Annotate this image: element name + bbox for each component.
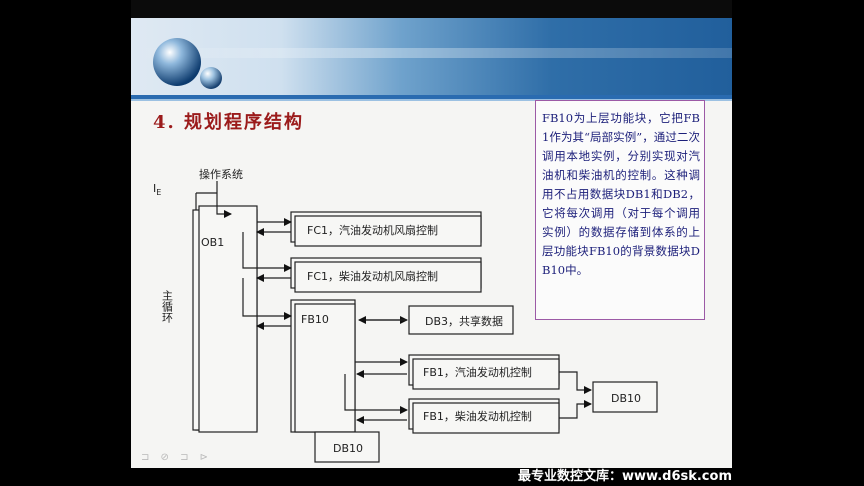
- fb1-gasoline-label: FB1，汽油发动机控制: [423, 365, 532, 379]
- fc1-gasoline-label: FC1，汽油发动机风扇控制: [307, 223, 438, 237]
- main-loop-label: 主循环: [161, 290, 174, 323]
- bottom-bar: [0, 468, 864, 486]
- slide-title: 4. 规划程序结构: [153, 112, 305, 133]
- fb10-label: FB10: [301, 313, 329, 326]
- slide-header-banner: [131, 18, 732, 101]
- fc1b-call-arrow: [242, 232, 292, 272]
- db10-bottom-box: [314, 431, 380, 463]
- fc1-diesel-label: FC1，柴油发动机风扇控制: [307, 269, 438, 283]
- program-structure-diagram: IE 操作系统 OB1 主循环 FC1，汽油发动机风扇控制 FC1，柴油发动机风…: [153, 167, 658, 463]
- header-divider-light: [131, 99, 732, 101]
- db10-link-top: [559, 371, 592, 394]
- os-arrow: [216, 181, 232, 218]
- header-divider: [131, 95, 732, 99]
- fb10-call-arrow: [242, 278, 292, 320]
- db3-label: DB3，共享数据: [425, 314, 503, 328]
- top-bar: [131, 0, 732, 18]
- explanation-note-text: FB10为上层功能块，它把FB1作为其“局部实例”，通过二次调用本地实例，分别实…: [542, 111, 700, 277]
- slide-nav-controls[interactable]: ⊐ ⊘ ⊐ ⊳: [141, 452, 213, 463]
- os-label: 操作系统: [199, 167, 243, 181]
- fb1-diesel-label: FB1，柴油发动机控制: [423, 409, 532, 423]
- db10-bottom-label: DB10: [333, 442, 363, 455]
- fc1-gasoline-box-front: [294, 215, 482, 247]
- fb1-gasoline-box-front: [412, 358, 560, 390]
- ie-label: IE: [153, 182, 161, 197]
- sphere-logo-icon: [153, 38, 222, 89]
- db10-link-bottom: [559, 400, 592, 419]
- header-stripe: [131, 48, 732, 58]
- db10-right-box: [592, 381, 658, 413]
- fb10-box-front: [294, 303, 356, 433]
- slide: 4. 规划程序结构: [131, 0, 732, 486]
- db3-box: [408, 305, 514, 335]
- site-watermark: 最专业数控文库：www.d6sk.com: [518, 469, 732, 484]
- ob1-label: OB1: [201, 236, 224, 249]
- fb1b-call-arrow: [344, 374, 408, 414]
- explanation-note-box: FB10为上层功能块，它把FB1作为其“局部实例”，通过二次调用本地实例，分别实…: [535, 100, 705, 320]
- db10-right-label: DB10: [611, 392, 641, 405]
- fc1-diesel-box-front: [294, 261, 482, 293]
- ob1-box: [198, 205, 258, 433]
